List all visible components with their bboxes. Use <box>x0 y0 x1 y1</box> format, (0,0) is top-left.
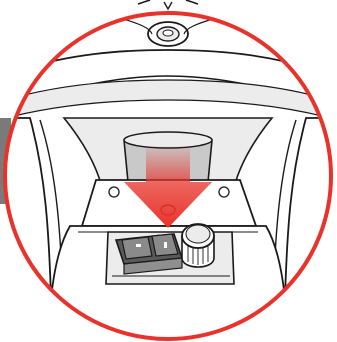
plate-screw-left <box>109 187 119 197</box>
top-marker <box>164 2 172 9</box>
power-switch-icon[interactable] <box>116 234 182 274</box>
top-housing-fragment <box>138 0 198 4</box>
knob-icon[interactable] <box>182 224 214 267</box>
screw-icon <box>148 22 188 46</box>
plate-screw-right <box>219 187 229 197</box>
